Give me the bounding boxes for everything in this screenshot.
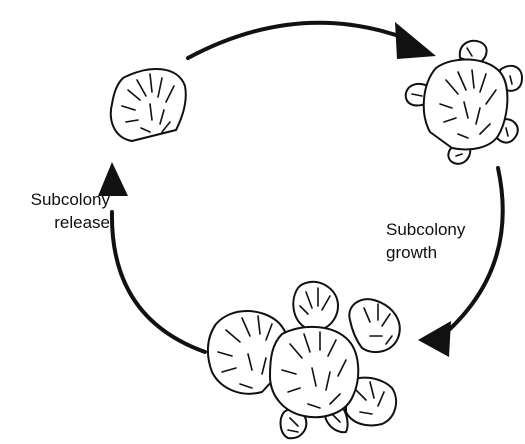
colony-blob-icon	[111, 69, 186, 141]
growth-label-line1: Subcolony	[386, 218, 506, 241]
arrowhead-right	[418, 321, 451, 357]
mature-colony-icon	[208, 282, 400, 439]
budding-colony-icon	[406, 41, 522, 164]
arrow-top	[188, 23, 410, 58]
release-label-line2: release	[4, 211, 110, 234]
arrow-left	[112, 212, 205, 352]
release-label-line1: Subcolony	[4, 188, 110, 211]
subcolony-release-label: Subcolony release	[4, 188, 110, 234]
subcolony-growth-label: Subcolony growth	[386, 218, 506, 264]
arrowhead-top	[395, 22, 436, 59]
growth-label-line2: growth	[386, 241, 506, 264]
